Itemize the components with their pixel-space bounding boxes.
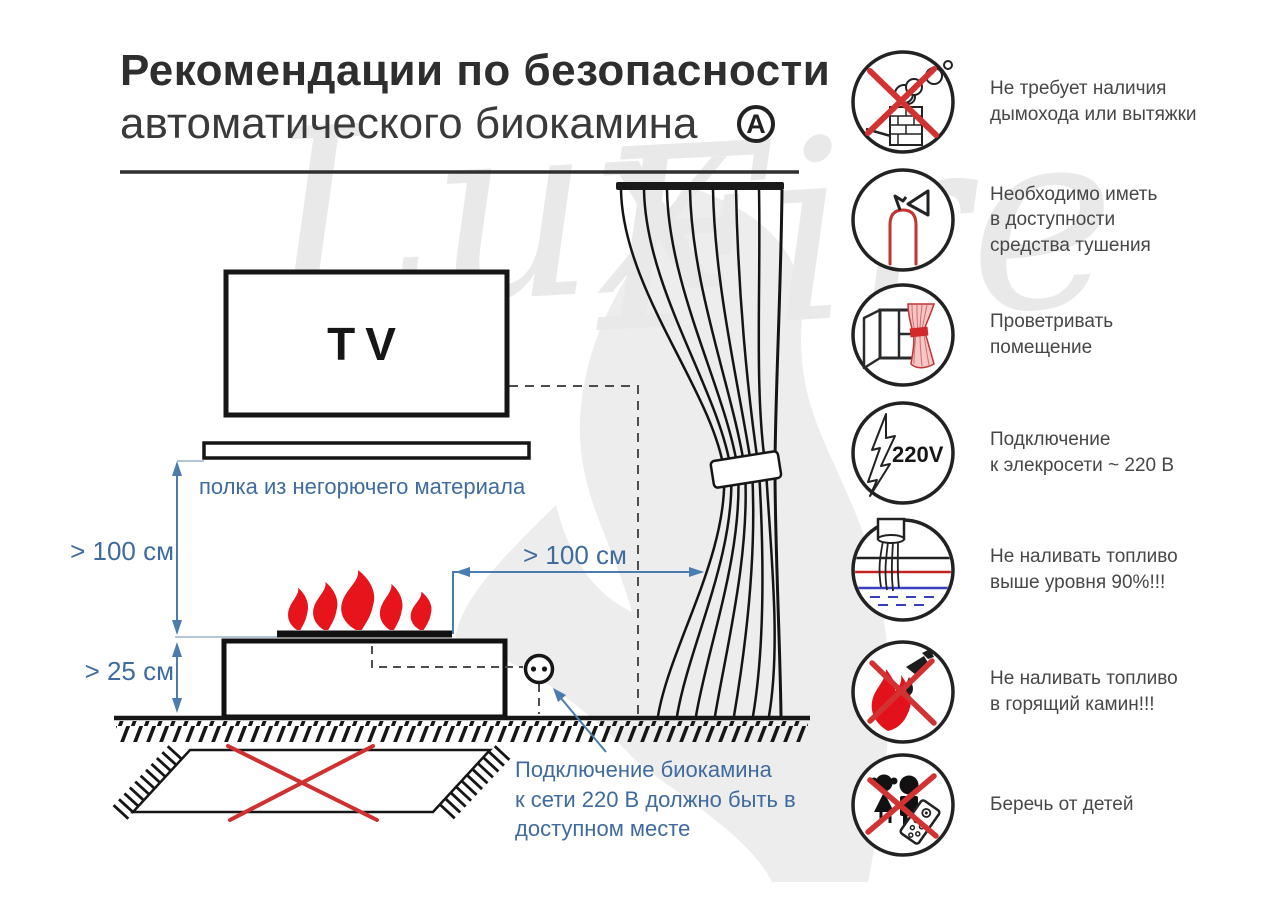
no-refill-burning-icon bbox=[851, 640, 955, 744]
carpet bbox=[112, 745, 511, 820]
rule-power: 220V Подключение к элекросети ~ 220 В bbox=[850, 400, 1174, 506]
fireplace-body bbox=[221, 638, 508, 720]
rule-label: Подключение к элекросети ~ 220 В bbox=[990, 429, 1175, 476]
dimension-label-curtain: > 100 см bbox=[523, 540, 627, 570]
rule-label: Не наливать топливо в горящий камин!!! bbox=[990, 668, 1178, 715]
tv-screen bbox=[223, 269, 510, 418]
dimension-fire-to-floor bbox=[172, 642, 182, 713]
rule-label: Не требует наличия дымохода или вытяжки bbox=[990, 78, 1197, 125]
rule-no-refill: Не наливать топливо в горящий камин!!! bbox=[850, 639, 1178, 745]
outlet-pointer-arrow bbox=[553, 688, 607, 753]
flames bbox=[288, 570, 432, 630]
tv-cable-dashed bbox=[509, 385, 639, 714]
tv-label: TV bbox=[327, 317, 406, 370]
rule-label: Проветривать помещение bbox=[990, 311, 1114, 358]
red-cross bbox=[867, 658, 937, 726]
red-cross bbox=[865, 66, 939, 138]
rule-label: Беречь от детей bbox=[990, 794, 1134, 816]
dimension-label-floor: > 25 см bbox=[84, 656, 174, 686]
dimension-label-shelf: > 100 см bbox=[70, 536, 174, 566]
rule-label: Не наливать топливо выше уровня 90%!!! bbox=[990, 546, 1178, 593]
rule-extinguisher: Необходимо иметь в доступности средства … bbox=[850, 167, 1157, 273]
shelf bbox=[202, 441, 531, 460]
shelf-label: полка из негорючего материала bbox=[199, 474, 526, 499]
poster-title-line2: автоматического биокамина bbox=[120, 99, 698, 148]
curtain-tie bbox=[709, 450, 783, 489]
floor bbox=[114, 715, 810, 742]
curtain-rod bbox=[616, 182, 784, 190]
dimension-shelf-to-fire bbox=[172, 460, 277, 638]
keep-from-children-icon bbox=[851, 753, 955, 857]
voltage-badge: 220V bbox=[892, 442, 944, 467]
no-carpet-cross bbox=[226, 744, 379, 822]
type-a-badge: A bbox=[737, 105, 775, 143]
poster-title-line1: Рекомендации по безопасности bbox=[120, 46, 831, 95]
outlet-note: Подключение биокамина к сети 220 В должн… bbox=[515, 757, 796, 842]
power-outlet bbox=[523, 653, 555, 685]
no-chimney-icon bbox=[851, 50, 955, 154]
red-cross bbox=[865, 773, 939, 839]
rule-ventilate: Проветривать помещение bbox=[850, 282, 1113, 388]
power-220v-icon: 220V bbox=[851, 401, 955, 505]
extinguisher-icon bbox=[851, 168, 955, 272]
ventilate-icon bbox=[851, 283, 955, 387]
rule-no-chimney: Не требует наличия дымохода или вытяжки bbox=[850, 49, 1197, 155]
rule-label: Необходимо иметь в доступности средства … bbox=[990, 183, 1158, 256]
lightning-bolt bbox=[867, 413, 896, 497]
rule-fuel-level: Не наливать топливо выше уровня 90%!!! bbox=[850, 517, 1178, 623]
rule-children: Беречь от детей bbox=[850, 752, 1133, 858]
outlet-cable-dashed bbox=[371, 646, 540, 714]
dimension-fire-to-curtain bbox=[452, 567, 704, 634]
fuel-level-icon bbox=[851, 517, 955, 622]
